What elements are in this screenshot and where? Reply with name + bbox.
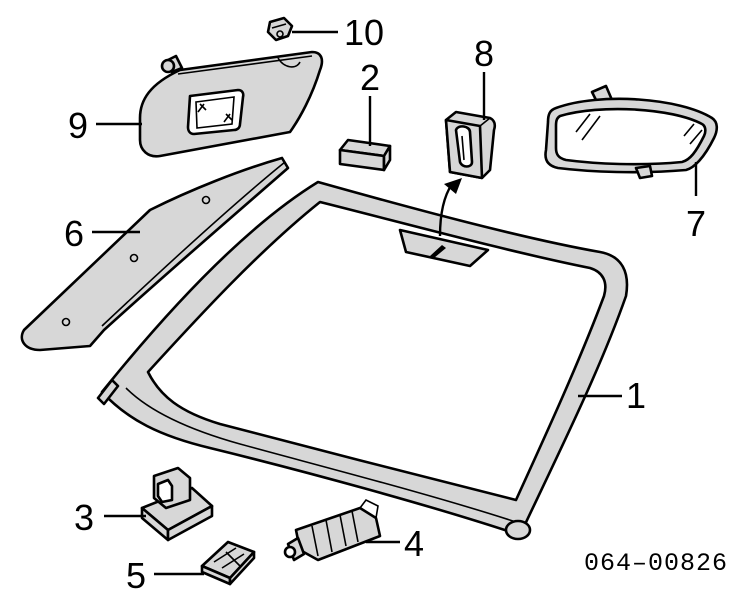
sun-visor-part-9 — [138, 50, 324, 158]
callout-6: 6 — [64, 213, 84, 254]
callout-10: 10 — [344, 12, 384, 53]
rearview-mirror-part-7 — [544, 84, 719, 180]
pad-part-2 — [338, 138, 392, 172]
callout-4: 4 — [404, 523, 424, 564]
callout-8: 8 — [474, 33, 494, 74]
callout-3: 3 — [74, 497, 94, 538]
callout-7: 7 — [686, 203, 706, 244]
clip-part-3 — [140, 466, 214, 542]
mirror-bracket-part-8 — [444, 110, 497, 180]
connector-part-4 — [283, 498, 382, 562]
callout-1: 1 — [626, 375, 646, 416]
leader-lines — [92, 30, 698, 576]
callout-9: 9 — [68, 105, 88, 146]
callout-2: 2 — [360, 57, 380, 98]
drawing-code: 064–00826 — [584, 549, 728, 578]
callout-labels: 10 2 8 9 6 7 1 3 4 5 — [64, 12, 706, 596]
pillar-trim-part-6 — [20, 156, 290, 352]
block-part-5 — [200, 540, 256, 586]
install-arrow — [438, 178, 462, 237]
windshield-part-1 — [96, 180, 629, 541]
callout-5: 5 — [126, 555, 146, 596]
visor-clip-part-10 — [266, 16, 294, 42]
